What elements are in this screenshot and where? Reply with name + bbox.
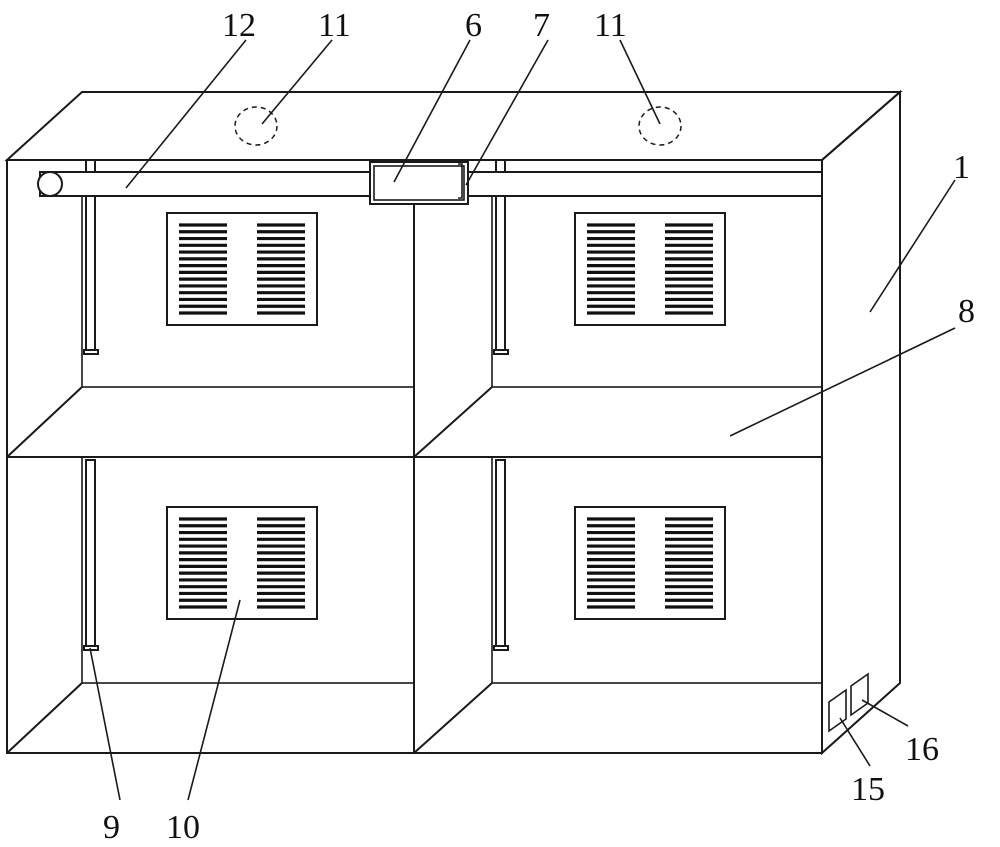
label-12: 12 (222, 7, 256, 44)
rail-upper-left-foot (83, 349, 99, 355)
rail-lower-left (85, 459, 96, 649)
lower-right-back-wall (491, 456, 823, 684)
lower-left-back-wall (81, 456, 415, 684)
switch-panel (828, 672, 869, 733)
vent-panels (166, 212, 726, 620)
leader-11-left (261, 39, 333, 125)
bracket (458, 163, 463, 199)
center-block (369, 161, 469, 205)
rail-lower-right (495, 459, 506, 649)
label-6: 6 (465, 7, 482, 44)
leader-15 (839, 717, 871, 767)
label-15: 15 (851, 771, 885, 808)
rail-upper-right-foot (493, 349, 509, 355)
vent-upper-left-frame (166, 212, 318, 326)
vent-lower-right (574, 506, 726, 620)
label-9: 9 (103, 809, 120, 846)
leader-8 (729, 327, 956, 437)
vent-upper-left (166, 212, 318, 326)
vent-lower-left-frame (166, 506, 318, 620)
dashed-hole-left (234, 106, 278, 146)
rail-lower-right-foot (493, 645, 509, 651)
cabinet-right-face (821, 89, 901, 756)
leader-12 (125, 39, 247, 189)
upper-left-shelf-depth (6, 386, 83, 458)
guide-rails (83, 159, 509, 651)
cabinet-top-face (4, 91, 903, 161)
leader-16 (861, 699, 909, 727)
lower-right-floor-depth (413, 682, 493, 754)
vent-lower-right-frame (574, 506, 726, 620)
vent-lower-left (166, 506, 318, 620)
label-7: 7 (533, 7, 550, 44)
switch-16 (850, 672, 869, 717)
vent-upper-right (574, 212, 726, 326)
reference-labels: 12 11 6 7 11 1 8 16 15 9 10 (103, 7, 975, 846)
leader-lines (89, 39, 956, 801)
top-rod-assembly (37, 161, 823, 205)
center-block-inner (373, 165, 465, 201)
leader-11-right (619, 39, 661, 125)
rod-end-cap (37, 171, 63, 197)
lower-left-floor-depth (6, 682, 83, 754)
label-11-left: 11 (318, 7, 351, 44)
leader-9 (89, 647, 121, 801)
label-11-right: 11 (594, 7, 627, 44)
vent-upper-right-frame (574, 212, 726, 326)
label-8: 8 (958, 293, 975, 330)
label-1: 1 (953, 149, 970, 186)
leader-6 (393, 39, 471, 183)
label-10: 10 (166, 809, 200, 846)
leader-10 (187, 599, 241, 801)
leader-1 (869, 179, 956, 313)
leader-7 (465, 39, 549, 186)
dashed-hole-right (638, 106, 682, 146)
upper-right-shelf-depth (413, 386, 493, 458)
switch-15 (828, 688, 847, 733)
label-16: 16 (905, 731, 939, 768)
